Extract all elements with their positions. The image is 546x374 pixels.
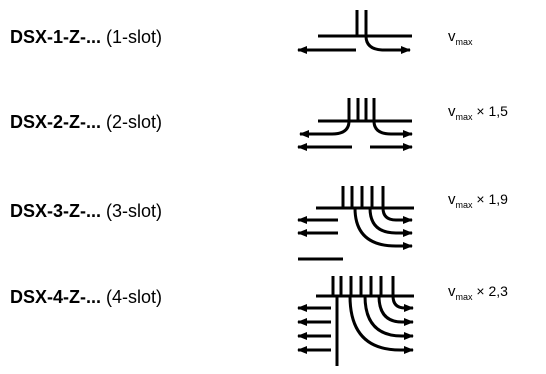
row-2-v-sub: max	[455, 112, 473, 122]
row-2-label: DSX-2-Z-... (2-slot)	[10, 112, 162, 133]
row-1-v-sub: max	[455, 37, 473, 47]
flow-arrow-left-curve	[299, 120, 351, 138]
flow-arrow-4	[348, 295, 414, 354]
row-3-label: DSX-3-Z-... (3-slot)	[10, 201, 162, 222]
row-4-v-sub: max	[455, 292, 473, 302]
row-2-slots: (2-slot)	[106, 112, 163, 132]
row-2-v: v	[448, 103, 456, 120]
flow-arrow-right	[364, 35, 411, 54]
flow-arrow-outer	[353, 207, 413, 250]
diagram-3slot	[297, 186, 414, 261]
row-4-factor: × 2,3	[476, 283, 508, 299]
row-3-v: v	[448, 191, 456, 208]
row-2-model: DSX-2-Z-...	[10, 112, 102, 132]
row-1-slots: (1-slot)	[106, 27, 163, 47]
row-4-speed: vmax × 2,3	[448, 283, 508, 302]
row-4-slots: (4-slot)	[106, 287, 163, 307]
row-3-model: DSX-3-Z-...	[10, 201, 102, 221]
flow-arrow-3	[363, 295, 414, 340]
row-2-speed: vmax × 1,5	[448, 103, 508, 122]
flow-arrow-1	[391, 295, 414, 312]
row-3-v-sub: max	[455, 200, 473, 210]
row-1-v: v	[448, 28, 456, 45]
diagram-4slot	[297, 276, 414, 366]
row-4-model: DSX-4-Z-...	[10, 287, 102, 307]
row-1-speed: vmax	[448, 28, 473, 47]
row-1-label: DSX-1-Z-... (1-slot)	[10, 27, 162, 48]
diagram-2slot	[297, 98, 413, 151]
row-1-model: DSX-1-Z-...	[10, 27, 102, 47]
row-3-speed: vmax × 1,9	[448, 191, 508, 210]
flow-arrow-2	[377, 295, 414, 326]
diagram-1slot	[297, 10, 412, 54]
flow-arrow-middle	[368, 207, 413, 237]
row-4-v: v	[448, 283, 456, 300]
flow-arrow-right-curve	[372, 120, 413, 138]
flow-arrow-inner	[381, 207, 413, 224]
row-2-factor: × 1,5	[476, 103, 508, 119]
row-4-label: DSX-4-Z-... (4-slot)	[10, 287, 162, 308]
row-3-slots: (3-slot)	[106, 201, 163, 221]
row-3-factor: × 1,9	[476, 191, 508, 207]
